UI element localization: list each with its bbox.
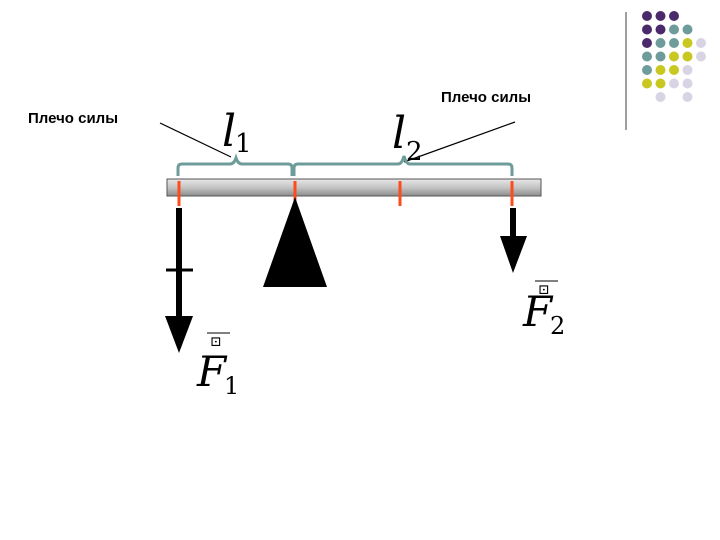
f1-vector-mark: ⊡ <box>210 334 222 350</box>
decor-dot <box>642 65 652 75</box>
brace-l1 <box>176 153 294 176</box>
decor-dot-grid <box>642 11 706 102</box>
f2-symbol: F <box>522 287 554 336</box>
decor-dot <box>642 51 652 62</box>
f1-index: 1 <box>224 372 239 400</box>
decor-dot <box>642 38 652 48</box>
decor-dot <box>696 38 706 48</box>
l2-symbol: l <box>392 108 406 159</box>
decor-dot <box>669 65 679 75</box>
decor-dot <box>655 24 666 35</box>
decor-dot <box>682 51 693 62</box>
decor-dot <box>642 11 652 21</box>
pointer-line-left <box>159 122 232 158</box>
pointer-line-right <box>403 121 516 163</box>
decor-dot <box>696 51 706 62</box>
decor-dot <box>682 38 693 48</box>
arm-label-right: Плечо силы <box>441 89 532 106</box>
brace-l2 <box>292 155 514 176</box>
label-l1: l 1 <box>222 106 252 159</box>
decor-dot <box>642 78 652 89</box>
decor-dot <box>669 38 679 48</box>
decor-dot <box>655 78 666 89</box>
decor-dot <box>669 24 679 35</box>
f2-index: 2 <box>550 312 565 340</box>
decor-dot <box>682 92 693 102</box>
label-l2: l 2 <box>392 108 423 167</box>
lever-bar <box>166 178 542 197</box>
label-f2: ⊡ F 2 <box>522 280 565 340</box>
decor-dot <box>655 92 666 102</box>
decor-dot <box>669 11 679 21</box>
decor-dot <box>682 65 693 75</box>
f1-symbol: F <box>196 347 228 396</box>
decor-dot <box>669 51 679 62</box>
decor-dot <box>682 24 693 35</box>
l1-symbol: l <box>222 106 236 157</box>
force-arrow-f2 <box>500 208 527 273</box>
l1-index: 1 <box>235 129 252 159</box>
decor-dot <box>655 51 666 62</box>
f2-vector-mark: ⊡ <box>538 282 550 298</box>
force-arrow-f1 <box>165 208 193 353</box>
l2-index: 2 <box>406 137 423 167</box>
decor-dot <box>655 65 666 75</box>
decor-dot <box>642 24 652 35</box>
decor-dot <box>655 11 666 21</box>
arm-label-left: Плечо силы <box>28 110 119 127</box>
decor-dot <box>655 38 666 48</box>
decor-dot <box>682 78 693 89</box>
decor-dot <box>669 78 679 89</box>
label-f1: ⊡ F 1 <box>196 332 239 400</box>
fulcrum-triangle <box>263 197 327 287</box>
